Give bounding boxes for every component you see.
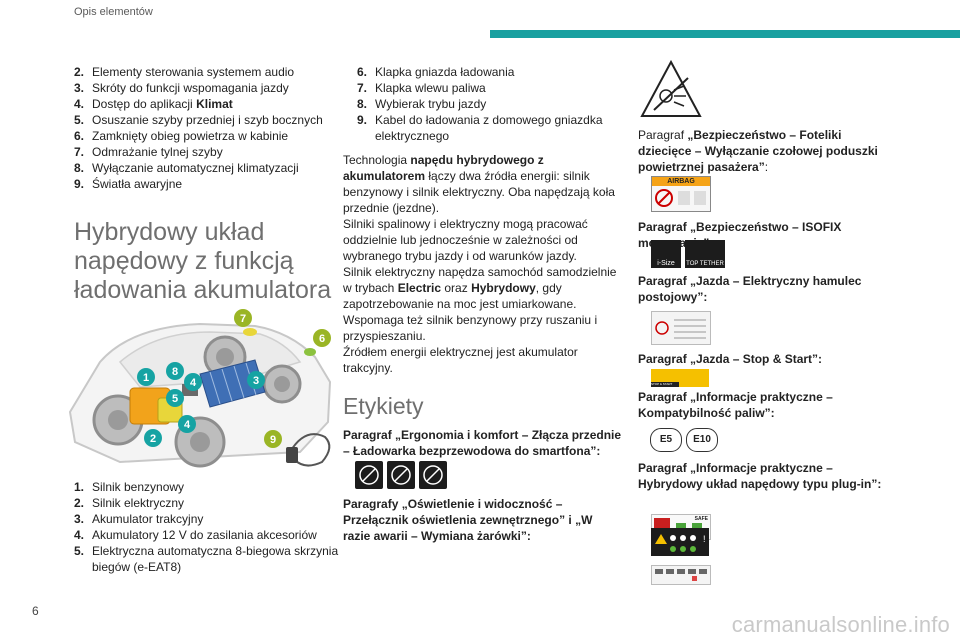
watermark: carmanualsonline.info <box>731 612 950 637</box>
list-item: 8.Wybierak trybu jazdy <box>357 97 487 111</box>
list-item: 2.Silnik elektryczny <box>74 496 185 510</box>
no-key-icon <box>419 461 447 489</box>
list-item: 8.Wyłączanie automatycznej klimatyzacji <box>74 161 299 175</box>
ref-stop-start: Paragraf „Jazda – Stop & Start”: <box>638 352 823 366</box>
hybrid-technology-text: Technologia napędu hybrydowego z akumula… <box>343 152 618 376</box>
label-4a: 4 <box>190 377 197 389</box>
tech-paragraph-4: Wspomaga też silnik benzynowy przy rusza… <box>343 313 598 343</box>
list-item: 1.Silnik benzynowy <box>74 480 185 494</box>
label-5: 5 <box>172 393 178 405</box>
list-item: 3.Skróty do funkcji wspomagania jazdy <box>74 81 289 95</box>
ref-lighting: Paragrafy „Oświetlenie i widoczność – Pr… <box>343 497 593 543</box>
label-3: 3 <box>253 375 259 387</box>
no-phone-icon <box>355 461 383 489</box>
ref-wireless-charger: Paragraf „Ergonomia i komfort – Złącza p… <box>343 428 622 458</box>
labels-heading: Etykiety <box>343 393 424 419</box>
no-card-icon <box>387 461 415 489</box>
list-item: 4.Akumulatory 12 V do zasilania akcesori… <box>74 528 317 542</box>
e10-fuel-badge: E10 <box>686 428 718 452</box>
no-light-warning-icon <box>640 60 702 117</box>
airbag-sticker: AIRBAG <box>651 176 711 212</box>
list-item: 4.Dostęp do aplikacji Klimat <box>74 97 233 111</box>
parking-brake-sticker <box>651 311 711 345</box>
label-4b: 4 <box>184 419 191 431</box>
left-list-top: 2.Elementy sterowania systemem audio 3.S… <box>74 64 344 192</box>
tech-paragraph-3: Silnik elektryczny napędza samochód samo… <box>343 265 617 311</box>
hybrid-heading: Hybrydowy układ napędowy z funkcją ładow… <box>74 218 332 304</box>
ref-plugin-hybrid: Paragraf „Informacje praktyczne – Hybryd… <box>638 461 882 491</box>
plugin-info-sticker <box>651 565 711 585</box>
page-number: 6 <box>32 604 39 618</box>
label-1: 1 <box>143 372 149 384</box>
e5-fuel-badge: E5 <box>650 428 682 452</box>
tech-paragraph-1: Technologia napędu hybrydowego z akumula… <box>343 153 615 215</box>
wireless-charger-icons <box>355 461 447 489</box>
top-tether-icon: TOP TETHER <box>685 240 725 268</box>
list-item: 5.Osuszanie szyby przedniej i szyb boczn… <box>74 113 323 127</box>
child-seat-airbag-icon <box>655 189 706 207</box>
label-2: 2 <box>150 433 156 445</box>
list-item: 3.Akumulator trakcyjny <box>74 512 204 526</box>
header-accent-bar <box>490 30 960 38</box>
middle-list: 6.Klapka gniazda ładowania 7.Klapka wlew… <box>357 64 622 144</box>
list-item: 5.Elektryczna automatyczna 8-biegowa skr… <box>74 544 339 574</box>
section-title: Opis elementów <box>74 6 153 18</box>
label-9: 9 <box>270 434 276 446</box>
list-item: 2.Elementy sterowania systemem audio <box>74 65 295 79</box>
list-item: 7.Odmrażanie tylnej szyby <box>74 145 223 159</box>
ref-fuel-compat: Paragraf „Informacje praktyczne – Kompat… <box>638 390 833 420</box>
stop-start-sticker: STOP & START SYSTEM <box>651 369 709 390</box>
label-8: 8 <box>172 366 178 378</box>
tech-paragraph-2: Silniki spalinowy i elektryczny mogą pra… <box>343 217 588 263</box>
list-item: 9.Kabel do ładowania z domowego gniazdka… <box>357 113 603 143</box>
label-7: 7 <box>240 313 246 325</box>
ref-child-seats: Paragraf „Bezpieczeństwo – Foteliki dzie… <box>638 128 878 174</box>
isofix-icons: i-Size TOP TETHER <box>651 240 725 268</box>
hybrid-drivetrain-diagram: 7 6 8 1 4 3 5 4 2 9 <box>68 309 332 468</box>
tech-paragraph-5: Źródłem energii elektrycznej jest akumul… <box>343 345 578 375</box>
ref-parking-brake: Paragraf „Jazda – Elektryczny hamulec po… <box>638 274 862 304</box>
list-item: 7.Klapka wlewu paliwa <box>357 81 486 95</box>
list-item: 6.Zamknięty obieg powietrza w kabinie <box>74 129 289 143</box>
isize-icon: i-Size <box>651 240 681 268</box>
fuel-compat-icons: E5 E10 <box>650 428 718 452</box>
plugin-warning-sticker: ! <box>651 528 709 556</box>
list-item: 6.Klapka gniazda ładowania <box>357 65 515 79</box>
list-item: 9.Światła awaryjne <box>74 177 183 191</box>
svg-text:!: ! <box>703 534 706 544</box>
label-6: 6 <box>319 333 325 345</box>
left-list-bottom: 1.Silnik benzynowy 2.Silnik elektryczny … <box>74 479 344 575</box>
